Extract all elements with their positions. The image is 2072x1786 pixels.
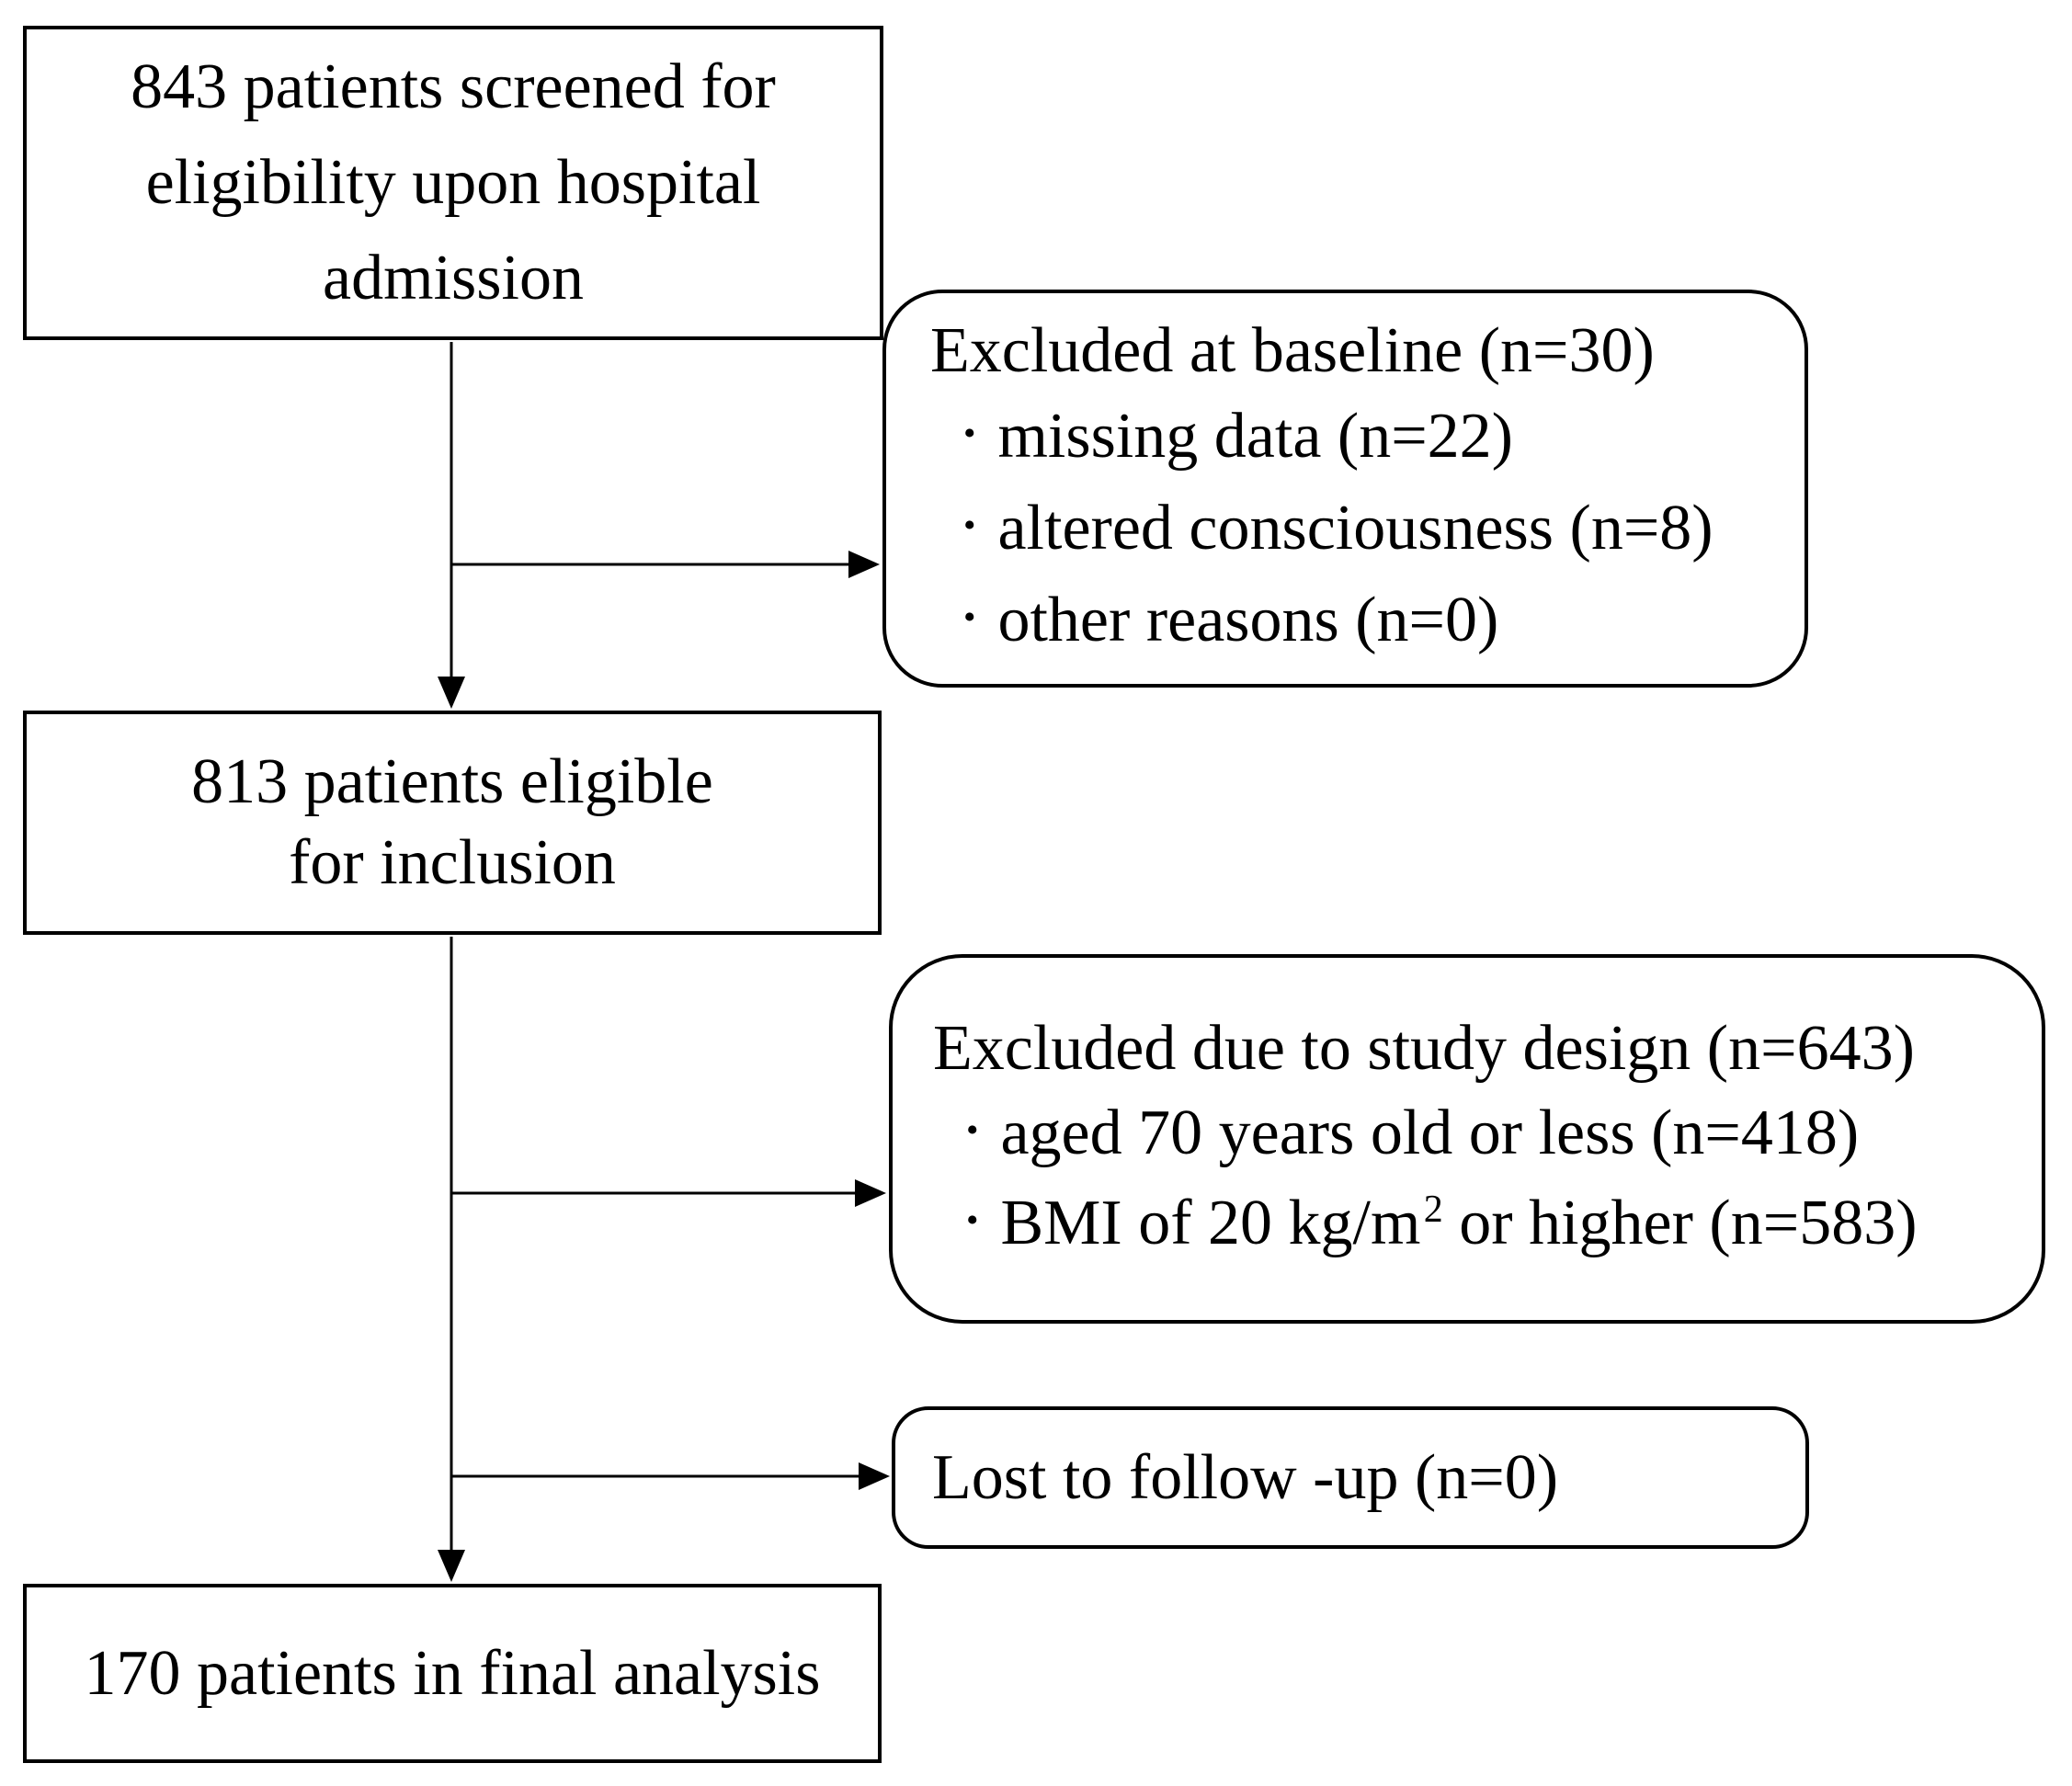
excluded-baseline-title: Excluded at baseline (n=30) — [930, 314, 1655, 386]
excluded-design-item-text: aged 70 years old or less (n=418) — [1000, 1098, 1860, 1168]
excluded-baseline-item-text: altered consciousness (n=8) — [997, 492, 1713, 563]
excluded-baseline-item: • altered consciousness (n=8) — [930, 487, 1804, 579]
eligible-patients-box: 813 patients eligible for inclusion — [23, 711, 882, 935]
lost-to-followup-text: Lost to follow -up (n=0) — [932, 1441, 1559, 1513]
bmi-text-prefix: BMI of 20 kg/m — [1000, 1188, 1421, 1258]
excluded-baseline-item: • other reasons (n=0) — [930, 579, 1804, 671]
excluded-at-baseline-box: Excluded at baseline (n=30) • missing da… — [882, 290, 1808, 688]
arrowhead-screened-to-eligible — [438, 677, 465, 709]
screened-patients-text: 843 patients screened for eligibility up… — [131, 51, 776, 313]
arrowhead-eligible-to-final — [438, 1550, 465, 1582]
excluded-study-design-box: Excluded due to study design (n=643) • a… — [889, 954, 2045, 1324]
excluded-design-title: Excluded due to study design (n=643) — [933, 1013, 1915, 1084]
excluded-design-item: • aged 70 years old or less (n=418) — [933, 1093, 2042, 1183]
screened-patients-box: 843 patients screened for eligibility up… — [23, 26, 883, 340]
bmi-text-suffix: or higher (n=583) — [1442, 1188, 1918, 1258]
excluded-baseline-item-text: missing data (n=22) — [997, 400, 1513, 472]
final-analysis-text: 170 patients in final analysis — [84, 1637, 821, 1709]
bullet-icon: • — [966, 1200, 979, 1240]
excluded-design-item-text: BMI of 20 kg/m2 or higher (n=583) — [1000, 1183, 1917, 1264]
final-analysis-box: 170 patients in final analysis — [23, 1584, 882, 1763]
bullet-icon: • — [963, 506, 976, 545]
eligible-patients-text: 813 patients eligible for inclusion — [191, 746, 713, 898]
bullet-icon: • — [963, 414, 976, 453]
bullet-icon: • — [966, 1110, 979, 1150]
arrowhead-excluded-design — [855, 1179, 886, 1207]
excluded-baseline-item: • missing data (n=22) — [930, 395, 1804, 487]
excluded-baseline-item-text: other reasons (n=0) — [997, 584, 1499, 655]
excluded-design-item: • BMI of 20 kg/m2 or higher (n=583) — [933, 1183, 2042, 1273]
arrowhead-lost-followup — [859, 1462, 890, 1490]
lost-to-followup-box: Lost to follow -up (n=0) — [892, 1406, 1809, 1549]
bmi-superscript: 2 — [1423, 1188, 1443, 1231]
bullet-icon: • — [963, 597, 976, 637]
arrowhead-excluded-baseline — [848, 551, 880, 578]
